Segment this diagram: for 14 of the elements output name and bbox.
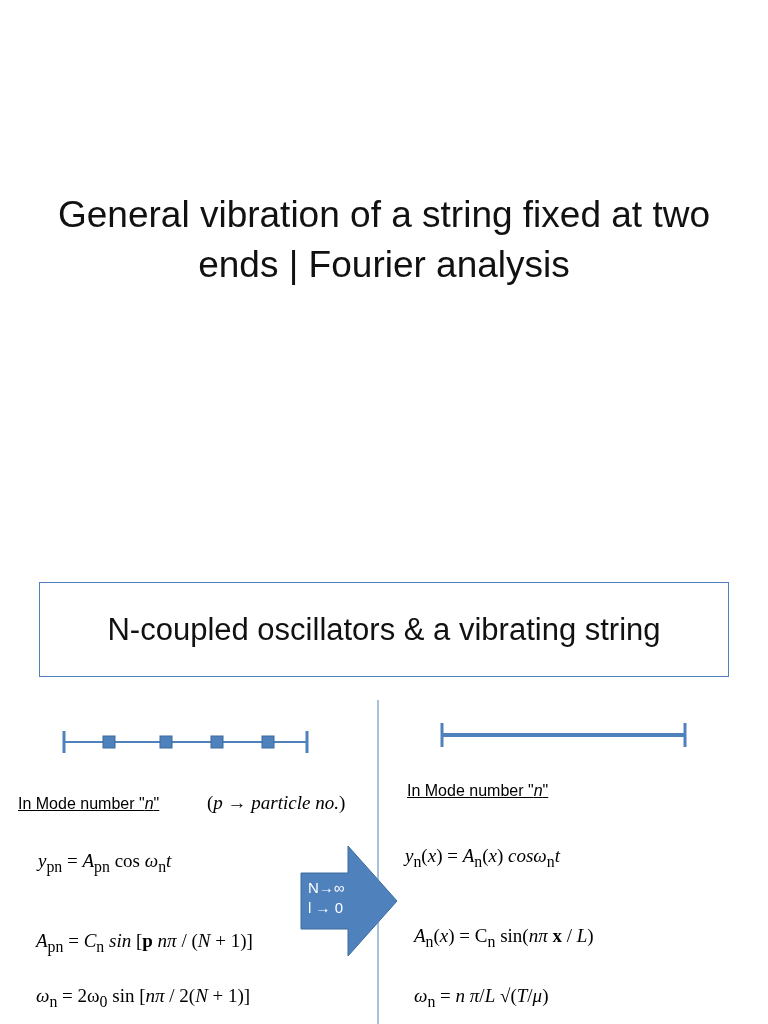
equation: ω$_{n}$ = n π/L √(T/μ) <box>414 985 549 1011</box>
section-heading: In Mode number "n" <box>18 795 160 813</box>
slide-title: General vibration of a string fixed at two ends | Fourier analysis <box>57 193 711 287</box>
heading-text: N-coupled oscillators & a vibrating string <box>107 611 661 648</box>
heading-box <box>39 582 729 677</box>
arrow-text: l → 0 <box>308 898 344 918</box>
equation: y$_{pn}$ = A$_{pn}$ cos ω$_{n}$t <box>38 850 172 876</box>
arrow-text: N→∞ <box>308 878 345 898</box>
equation: y$_{n}$(x) = A$_{n}$(x) cosω$_{n}$t <box>405 845 560 871</box>
equation: ω$_{n}$ = 2ω$_{0}$ sin [nπ / 2(N + 1)] <box>36 985 251 1011</box>
section-heading: In Mode number "n" <box>407 782 549 800</box>
equation: A$_{n}$(x) = C$_{n}$ sin(nπ x / L) <box>414 925 594 951</box>
equation: A$_{pn}$ = C$_{n}$ sin [p nπ / (N + 1)] <box>36 930 253 956</box>
note-text: (p → particle no.) <box>207 792 346 814</box>
